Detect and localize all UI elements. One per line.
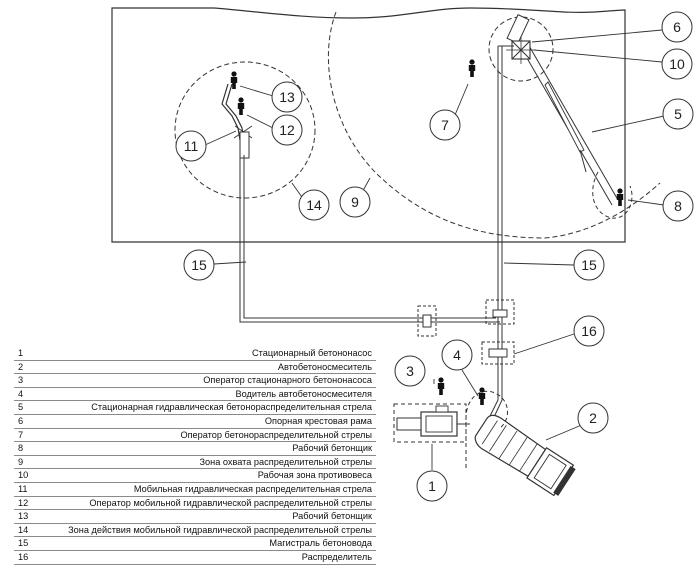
callout-7: [429, 109, 461, 141]
callout-6: [661, 11, 693, 43]
legend-description: Опорная крестовая рама: [264, 415, 372, 426]
legend-row: 6 Опорная крестовая рама: [14, 415, 376, 429]
callout-label: 3: [406, 363, 414, 379]
legend-table: 1 Стационарный бетононасос 2 Автобетоносмес…: [14, 347, 376, 565]
legend-number: 6: [18, 415, 24, 426]
worker-8-zone: [592, 171, 633, 219]
leader-lines: [204, 29, 665, 470]
legend-number: 4: [18, 388, 24, 399]
callout-label: 14: [306, 197, 322, 213]
legend-row: 11 Мобильная гидравлическая распределител…: [14, 483, 376, 497]
legend-description: Мобильная гидравлическая распределительн…: [133, 483, 372, 494]
callout-2: [577, 402, 609, 434]
callout-label: 9: [351, 194, 359, 210]
legend-row: 5 Стационарная гидравлическая бетонораспр…: [14, 401, 376, 415]
legend-number: 3: [18, 375, 24, 386]
callout-label: 12: [279, 122, 295, 138]
mobile-boom-zone: [174, 61, 316, 199]
legend-description: Оператор стационарного бетононасоса: [203, 375, 372, 386]
legend-description: Оператор бетонораспределительной стрелы: [180, 429, 372, 440]
callout-14: [298, 189, 330, 221]
legend-number: 10: [18, 470, 29, 481]
legend-row: 8 Рабочий бетонщик: [14, 442, 376, 456]
callout-label: 11: [184, 138, 199, 154]
callout-label: 8: [674, 198, 682, 214]
callout-5: [662, 98, 694, 130]
truck-mixer: [474, 414, 576, 497]
driver-zone: [465, 390, 508, 468]
legend-row: 3 Оператор стационарного бетононасоса: [14, 374, 376, 388]
callout-10: [661, 48, 693, 80]
legend-number: 13: [18, 511, 29, 522]
legend-number: 5: [18, 402, 24, 413]
legend-row: 9 Зона охвата распределительной стрелы: [14, 456, 376, 470]
callout-12: [271, 114, 303, 146]
callout-label: 6: [673, 19, 681, 35]
legend-description: Стационарный бетононасос: [252, 348, 372, 358]
support-cross-frame: [506, 36, 536, 64]
legend-number: 12: [18, 497, 29, 508]
legend-number: 9: [18, 456, 24, 467]
legend-description: Рабочий бетонщик: [292, 443, 372, 454]
legend-number: 1: [18, 348, 24, 358]
callout-15a: [183, 249, 215, 281]
legend-row: 16 Распределитель: [14, 551, 376, 565]
legend-description: Стационарная гидравлическая бетонораспре…: [91, 402, 372, 413]
legend-row: 7 Оператор бетонораспределительной стрелы: [14, 429, 376, 443]
legend-description: Автобетоносмеситель: [277, 361, 372, 372]
legend-row: 2 Автобетоносмеситель: [14, 361, 376, 375]
legend-description: Водитель автобетоносмесителя: [235, 388, 373, 399]
callout-label: 5: [674, 106, 682, 122]
callout-label: 16: [581, 323, 597, 339]
stationary-concrete-pump: [393, 403, 470, 443]
callout-label: 15: [191, 257, 207, 273]
legend-number: 11: [18, 483, 28, 494]
legend-description: Распределитель: [301, 551, 372, 562]
legend-number: 8: [18, 443, 24, 454]
legend-number: 16: [18, 551, 29, 562]
callout-label: 7: [441, 117, 449, 133]
callout-label: 13: [279, 89, 295, 105]
legend-row: 14 Зона действия мобильной гидравлической…: [14, 524, 376, 538]
legend-row: 12 Оператор мобильной гидравлической расп…: [14, 497, 376, 511]
legend-number: 2: [18, 361, 24, 372]
legend-description: Рабочая зона противовеса: [257, 470, 372, 481]
legend-number: 14: [18, 524, 29, 535]
legend-description: Магистраль бетоновода: [269, 538, 372, 549]
callout-circles: [175, 11, 694, 502]
legend-number: 15: [18, 538, 29, 549]
legend-row: 4 Водитель автобетоносмесителя: [14, 388, 376, 402]
callout-11: [175, 130, 207, 162]
callout-3: [394, 355, 426, 387]
callout-label: 15: [581, 257, 597, 273]
legend-row: 15 Магистраль бетоновода: [14, 537, 376, 551]
counterweight-zone: [488, 16, 554, 82]
boom-reach-zone-arc: [327, 11, 661, 239]
legend-number: 7: [18, 429, 24, 440]
legend-row: 13 Рабочий бетонщик: [14, 510, 376, 524]
callout-8: [662, 190, 694, 222]
legend-row: 1 Стационарный бетононасос: [14, 347, 376, 361]
callout-16: [573, 315, 605, 347]
callout-15b: [573, 249, 605, 281]
callout-4: [441, 339, 473, 371]
callout-1: [416, 470, 448, 502]
driver-4-person-icon: [478, 387, 486, 405]
legend-description: Оператор мобильной гидравлической распре…: [89, 497, 372, 508]
distributor: [417, 299, 515, 365]
legend-description: Зона охвата распределительной стрелы: [199, 456, 372, 467]
callout-label: 1: [428, 478, 436, 494]
callout-9: [339, 186, 371, 218]
callout-label: 10: [669, 56, 685, 72]
pump-operator-3-person-icon: [437, 377, 445, 395]
callout-label: 4: [453, 347, 461, 363]
legend-description: Рабочий бетонщик: [292, 511, 372, 522]
callout-label: 2: [589, 410, 597, 426]
legend-row: 10 Рабочая зона противовеса: [14, 469, 376, 483]
legend-description: Зона действия мобильной гидравлической р…: [68, 524, 372, 535]
callout-13: [271, 81, 303, 113]
